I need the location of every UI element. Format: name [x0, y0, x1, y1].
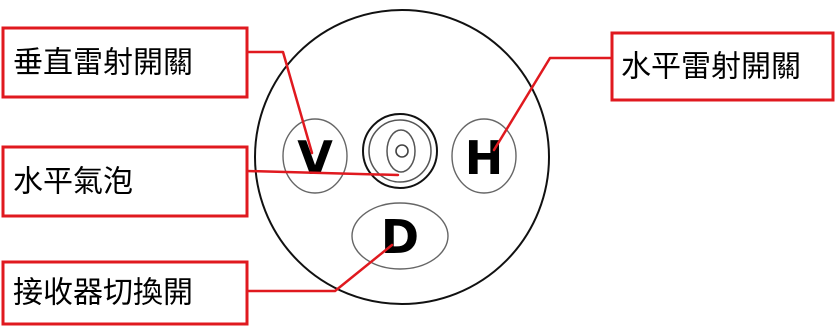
detector-button-outline	[351, 202, 449, 270]
callout-box	[610, 31, 835, 102]
callout-vertical-laser-switch: 垂直雷射開關	[1, 26, 249, 99]
vertical-button-outline	[282, 118, 348, 194]
horizontal-button-outline	[451, 118, 517, 194]
callout-label: 水平氣泡	[13, 165, 133, 200]
callout-box	[1, 26, 249, 99]
callout-horizontal-bubble: 水平氣泡	[1, 145, 249, 218]
horizontal-laser-button[interactable]: H	[451, 118, 517, 194]
callout-box	[1, 260, 249, 326]
callout-label: 接收器切換開	[13, 276, 193, 311]
detector-mode-button[interactable]: D	[351, 202, 449, 270]
leader-line-vertical-switch	[246, 50, 314, 155]
detector-button-letter: D	[381, 210, 419, 264]
leader-line-receiver-switch	[244, 243, 394, 293]
level-bubble-vial	[362, 113, 438, 189]
callout-receiver-mode-switch: 接收器切換開	[1, 260, 249, 326]
leader-line-horizontal-switch	[492, 56, 612, 152]
leader-line-bubble	[245, 169, 400, 177]
callout-horizontal-laser-switch: 水平雷射開關	[610, 31, 835, 102]
bubble-dot	[395, 144, 409, 158]
vertical-button-letter: V	[297, 131, 333, 185]
callout-box	[1, 145, 249, 218]
horizontal-button-letter: H	[465, 131, 504, 185]
callout-label: 水平雷射開關	[621, 50, 801, 85]
callout-label: 垂直雷射開關	[13, 46, 193, 81]
vertical-laser-button[interactable]: V	[282, 118, 348, 194]
